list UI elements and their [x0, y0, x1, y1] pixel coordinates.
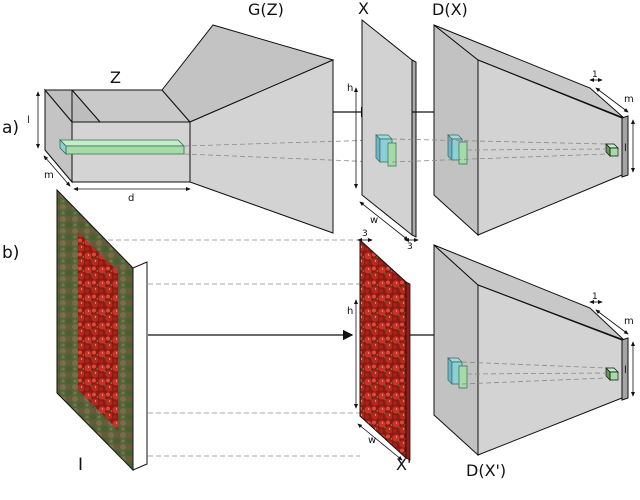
- real-patch-plane: [359, 238, 411, 461]
- dim-h-xp: h: [347, 306, 353, 317]
- noise-slice-side: [59, 139, 67, 155]
- noise-slice-top: [59, 139, 185, 147]
- dim-w-x: w: [370, 215, 378, 226]
- dim-w-line-x: [359, 201, 409, 241]
- dim-w-xp: w: [368, 435, 376, 446]
- generated-patch-side: [375, 134, 381, 163]
- projection-line: [461, 361, 607, 369]
- dim-m-line-db: [595, 309, 629, 335]
- row-b-label: b): [2, 243, 19, 263]
- projection-line: [183, 139, 379, 147]
- disc-b-output-front: [609, 371, 619, 381]
- disc-generated-label: D(X): [432, 0, 468, 19]
- dim-m-da: m: [624, 94, 634, 105]
- generator-front: [189, 59, 334, 234]
- projection-line: [466, 148, 607, 151]
- projection-line: [183, 153, 379, 163]
- real-patch-edge: [405, 281, 411, 461]
- generated-plane-edge: [411, 59, 417, 238]
- projection-line: [461, 377, 607, 385]
- noise-z-label: Z: [110, 68, 121, 87]
- disc-a-left: [433, 23, 479, 237]
- generator-block: [161, 24, 335, 234]
- discriminator-real-block: [433, 243, 629, 457]
- real-patch-label: X': [396, 455, 411, 474]
- row-a-label: a): [2, 118, 19, 138]
- generated-x-label: X: [358, 0, 369, 18]
- dim-l-db: l: [624, 365, 627, 376]
- noise-block-corner: [43, 89, 73, 124]
- dim-w-line-xp: [357, 423, 403, 461]
- dim-1-da: 1: [592, 70, 598, 80]
- noise-slice-front: [65, 145, 185, 155]
- dim-3-xp: 3: [362, 229, 368, 239]
- disc-a-patch-green: [458, 141, 468, 165]
- generated-patch-green: [387, 142, 397, 167]
- texture-plane-edge: [132, 261, 148, 471]
- dim-3-x: 3: [407, 242, 413, 252]
- disc-a-end: [621, 115, 629, 178]
- dim-m-db: m: [624, 316, 634, 327]
- dim-h-x: h: [347, 83, 353, 94]
- projection-line: [466, 372, 607, 375]
- disc-a-patch-side: [447, 134, 453, 161]
- disc-b-patch-side: [447, 357, 453, 385]
- dim-m-line-z: [43, 155, 71, 187]
- real-texture-plane: [56, 188, 148, 472]
- discriminator-generated-block: [433, 23, 629, 237]
- dim-m-z: m: [44, 170, 54, 181]
- disc-real-label: D(X'): [466, 461, 506, 480]
- disc-b-end: [621, 337, 629, 401]
- dim-m-line-da: [595, 87, 629, 113]
- dim-d-z: d: [128, 193, 134, 204]
- dim-l-z: l: [27, 115, 30, 126]
- disc-a-output-front: [609, 147, 619, 157]
- generated-plane-front: [361, 18, 413, 237]
- real-texture-label: I: [78, 455, 83, 475]
- texture-inner-crop: [78, 232, 118, 430]
- noise-block-z: [43, 88, 192, 184]
- generator-label: G(Z): [248, 0, 284, 19]
- disc-b-patch-green: [458, 365, 468, 389]
- projection-line: [391, 153, 607, 163]
- dim-l-da: l: [624, 143, 627, 154]
- dim-1-db: 1: [592, 292, 598, 302]
- real-patch-front: [359, 238, 407, 460]
- generated-image-plane: [361, 18, 417, 238]
- projection-line: [391, 138, 607, 145]
